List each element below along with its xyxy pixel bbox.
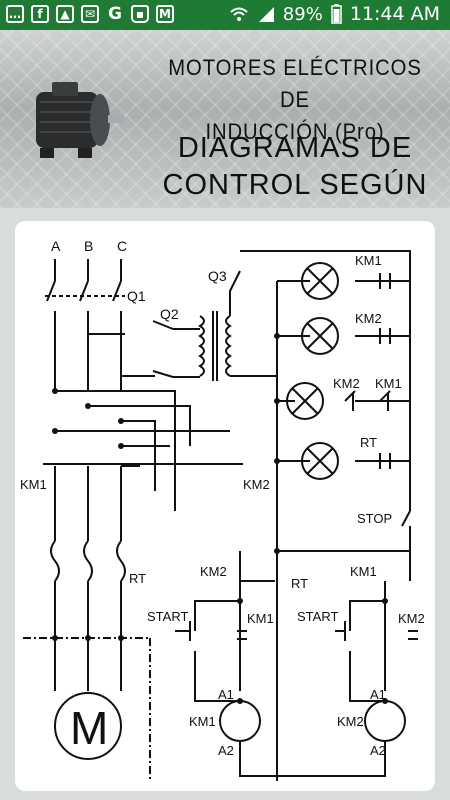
gallery-icon: ▲	[56, 5, 74, 23]
coil-km1-label: KM1	[189, 714, 216, 729]
gmail-icon: M	[156, 5, 174, 23]
km1-aux-label: KM1	[247, 611, 274, 626]
q2-label: Q2	[160, 306, 179, 322]
km1-contactor-label: KM1	[20, 477, 47, 492]
coil-a2-label: A2	[218, 743, 234, 758]
km2-aux-label: KM2	[398, 611, 425, 626]
google-icon: G	[108, 4, 122, 24]
phase-label: B	[84, 238, 93, 254]
facebook-icon: f	[31, 5, 49, 23]
app-title: MOTORES ELÉCTRICOS DE INDUCCIÓN (Pro)	[168, 55, 422, 144]
ansi-control-diagram: A B C Q1 Q2 Q3 KM1 KM2 RT M KM1 KM2 KM2 …	[20, 238, 425, 781]
stop-label: STOP	[357, 511, 392, 526]
rt-relay-label: RT	[129, 571, 146, 586]
lamp3-km1-label: KM1	[375, 376, 402, 391]
phase-label: A	[51, 238, 61, 254]
app-header: MOTORES ELÉCTRICOS DE INDUCCIÓN (Pro) DI…	[0, 30, 450, 208]
mail-icon: ✉	[81, 5, 99, 23]
page-subtitle: DIAGRAMAS DE CONTROL SEGÚN ANSI	[162, 132, 428, 208]
start-label: START	[147, 609, 188, 624]
km1-nc-label: KM1	[350, 564, 377, 579]
lamp-km1-label: KM1	[355, 253, 382, 268]
battery-percent: 89%	[282, 3, 323, 25]
lamp-km2-label: KM2	[355, 311, 382, 326]
lamp-rt-label: RT	[360, 435, 377, 450]
battery-icon	[331, 4, 342, 24]
km2-contactor-label: KM2	[243, 477, 270, 492]
start-label: START	[297, 609, 338, 624]
chat-icon: …	[6, 5, 24, 23]
clock: 11:44 AM	[349, 3, 440, 25]
status-bar: … f ▲ ✉ G ▪ M 89% 11:44 AM	[0, 0, 450, 30]
q3-label: Q3	[208, 268, 227, 284]
q1-label: Q1	[127, 288, 146, 304]
bag-icon: ▪	[131, 5, 149, 23]
signal-icon	[258, 7, 274, 22]
coil-km2-label: KM2	[337, 714, 364, 729]
coil-a1-label: A1	[218, 687, 234, 702]
system-status: 89% 11:44 AM	[229, 3, 440, 25]
notification-icons: … f ▲ ✉ G ▪ M	[6, 5, 174, 23]
phase-label: C	[117, 238, 127, 254]
motor-label: M	[70, 702, 108, 754]
km2-nc-label: KM2	[200, 564, 227, 579]
coil-a1-label: A1	[370, 687, 386, 702]
coil-a2-label: A2	[370, 743, 386, 758]
rt-nc-label: RT	[291, 576, 308, 591]
wifi-icon	[230, 7, 248, 21]
lamp3-km2-label: KM2	[333, 376, 360, 391]
electric-motor-icon	[36, 82, 124, 158]
diagram-card: A B C Q1 Q2 Q3 KM1 KM2 RT M KM1 KM2 KM2 …	[15, 221, 435, 791]
